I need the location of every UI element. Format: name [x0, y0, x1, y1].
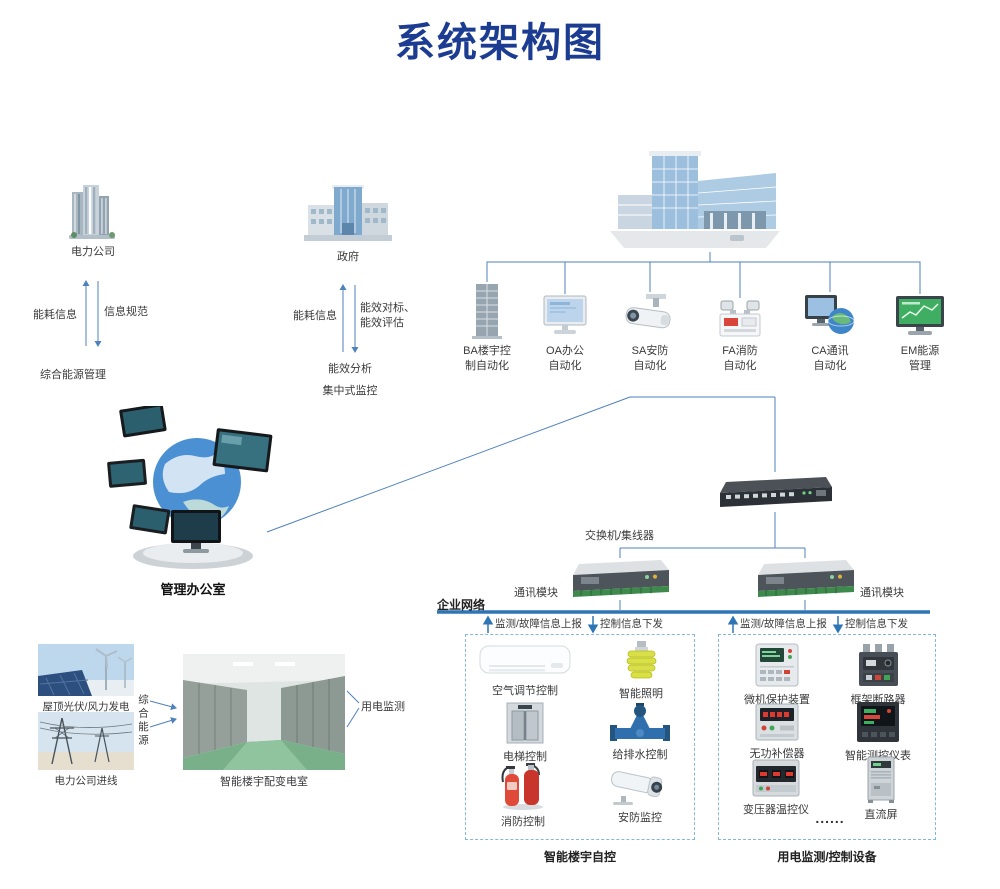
lighting-label: 智能照明: [619, 688, 663, 700]
power-monitoring-label: 用电监测: [361, 701, 405, 713]
bms-box-caption: 智能楼宇自控: [543, 850, 616, 864]
control-down-left-label: 控制信息下发: [600, 618, 663, 630]
bullet-camera-icon: [610, 771, 663, 805]
control-valve-icon: [610, 703, 670, 741]
elevator-doors-icon: [506, 702, 544, 744]
dc-panel-label: 直流屏: [864, 809, 898, 821]
solar-wind-photo-icon: [38, 644, 134, 696]
temp-controller-label: 变压器温控仪: [743, 804, 809, 816]
comm-module-left-icon: [573, 560, 669, 597]
subsystem-label-ca: CA通讯自动化: [811, 345, 849, 372]
enterprise-network-label: 企业网络: [437, 598, 486, 612]
oa-monitor-icon: [543, 295, 587, 334]
protection-relay-item: 微机保护装置: [727, 642, 827, 707]
smart-meter-item: 智能测控仪表: [830, 700, 926, 763]
air-conditioner-icon: [479, 645, 571, 674]
combined-energy-label: 综合能源: [137, 694, 149, 748]
page-title: 系统架构图: [395, 21, 605, 65]
network-switch-icon: [720, 477, 832, 507]
ac-control-item: 空气调节控制: [470, 643, 580, 698]
fire-extinguishers-icon: [501, 763, 543, 810]
government-group: 政府: [302, 183, 394, 264]
subsystem-label-fa: FA消防自动化: [722, 345, 758, 372]
power-box-caption: 用电监测/控制设备: [777, 850, 877, 864]
temp-controller-item: 变压器温控仪: [723, 758, 829, 817]
subsystem-label-em: EM能源管理: [900, 345, 940, 372]
fa-emergency-light-icon: [719, 300, 761, 337]
ac-control-label: 空气调节控制: [492, 685, 558, 697]
comm-module-left-label: 通讯模块: [514, 587, 558, 599]
switchgear-room-photo-icon: [183, 654, 345, 770]
subsystem-label-sa: SA安防自动化: [631, 345, 669, 372]
power-company-building-icon: [69, 185, 115, 239]
protection-relay-label: 微机保护装置: [744, 694, 810, 706]
cfl-bulb-icon: [626, 641, 657, 679]
lighting-item: 智能照明: [596, 640, 686, 701]
power-company-group: 电力公司: [58, 182, 128, 259]
grid-in-label: 电力公司进线: [54, 775, 118, 787]
elevator-item: 电梯控制: [482, 701, 568, 764]
report-up-left-label: 监测/故障信息上报: [495, 618, 582, 630]
ba-building-icon: [472, 284, 502, 339]
central-monitoring-label: 集中式监控: [322, 385, 378, 397]
water-control-item: 给排水控制: [598, 701, 682, 762]
management-office-label: 管理办公室: [160, 582, 226, 597]
comm-module-right-icon: [758, 560, 854, 597]
security-item: 安防监控: [596, 766, 684, 825]
ca-computer-globe-icon: [805, 295, 855, 334]
integrated-energy-mgmt-label: 综合能源管理: [40, 369, 106, 381]
compensator-label: 无功补偿器: [749, 748, 805, 760]
ellipsis-dots: ......: [815, 810, 845, 826]
substation-label: 智能楼宇配变电室: [220, 776, 308, 788]
subsystem-label-ba: BA楼宇控制自动化: [463, 345, 511, 372]
government-label: 政府: [337, 251, 359, 263]
smart-meter-icon: [857, 702, 899, 742]
subsystem-label-oa: OA办公自动化: [546, 345, 584, 372]
security-label: 安防监控: [618, 812, 662, 824]
fire-control-label: 消防控制: [501, 816, 545, 828]
efficiency-analysis-label: 能效分析: [328, 363, 372, 375]
protection-relay-icon: [755, 643, 799, 687]
control-down-right-label: 控制信息下发: [845, 618, 908, 630]
power-devices-box: [718, 634, 936, 840]
temperature-controller-icon: [752, 759, 800, 797]
gov-benchmark-label-2: 能效评估: [360, 317, 404, 329]
em-monitor-icon: [896, 296, 944, 335]
government-building-icon: [304, 185, 392, 241]
grid-in-group: 电力公司进线: [38, 712, 134, 788]
water-control-label: 给排水控制: [612, 749, 668, 761]
headquarters-building-icon: [610, 151, 780, 248]
gov-benchmark-label-1: 能效对标、: [360, 302, 415, 314]
power-company-label: 电力公司: [71, 246, 115, 258]
dc-panel-icon: [867, 756, 895, 803]
comm-module-right-label: 通讯模块: [860, 587, 904, 599]
substation-group: 智能楼宇配变电室: [183, 654, 345, 789]
breaker-item: 框架断路器: [830, 642, 926, 707]
switch-label: 交换机/集线器: [585, 530, 655, 542]
compensator-item: 无功补偿器: [727, 702, 827, 761]
gov-energy-info-label: 能耗信息: [293, 310, 337, 322]
pv-wind-label: 屋顶光伏/风力发电: [42, 701, 130, 713]
transmission-towers-photo-icon: [38, 712, 134, 770]
management-office-icon: [107, 406, 273, 569]
elevator-label: 电梯控制: [503, 751, 547, 763]
energy-info-label-left: 能耗信息: [33, 309, 77, 321]
report-up-right-label: 监测/故障信息上报: [740, 618, 827, 630]
info-standard-label: 信息规范: [104, 306, 148, 318]
fire-control-item: 消防控制: [478, 760, 568, 829]
circuit-breaker-icon: [859, 644, 898, 686]
sa-camera-icon: [625, 294, 671, 329]
bms-box: [465, 634, 695, 840]
dc-panel-item: 直流屏: [846, 755, 916, 822]
pv-wind-group: 屋顶光伏/风力发电: [38, 644, 134, 714]
reactive-compensator-icon: [755, 703, 799, 741]
